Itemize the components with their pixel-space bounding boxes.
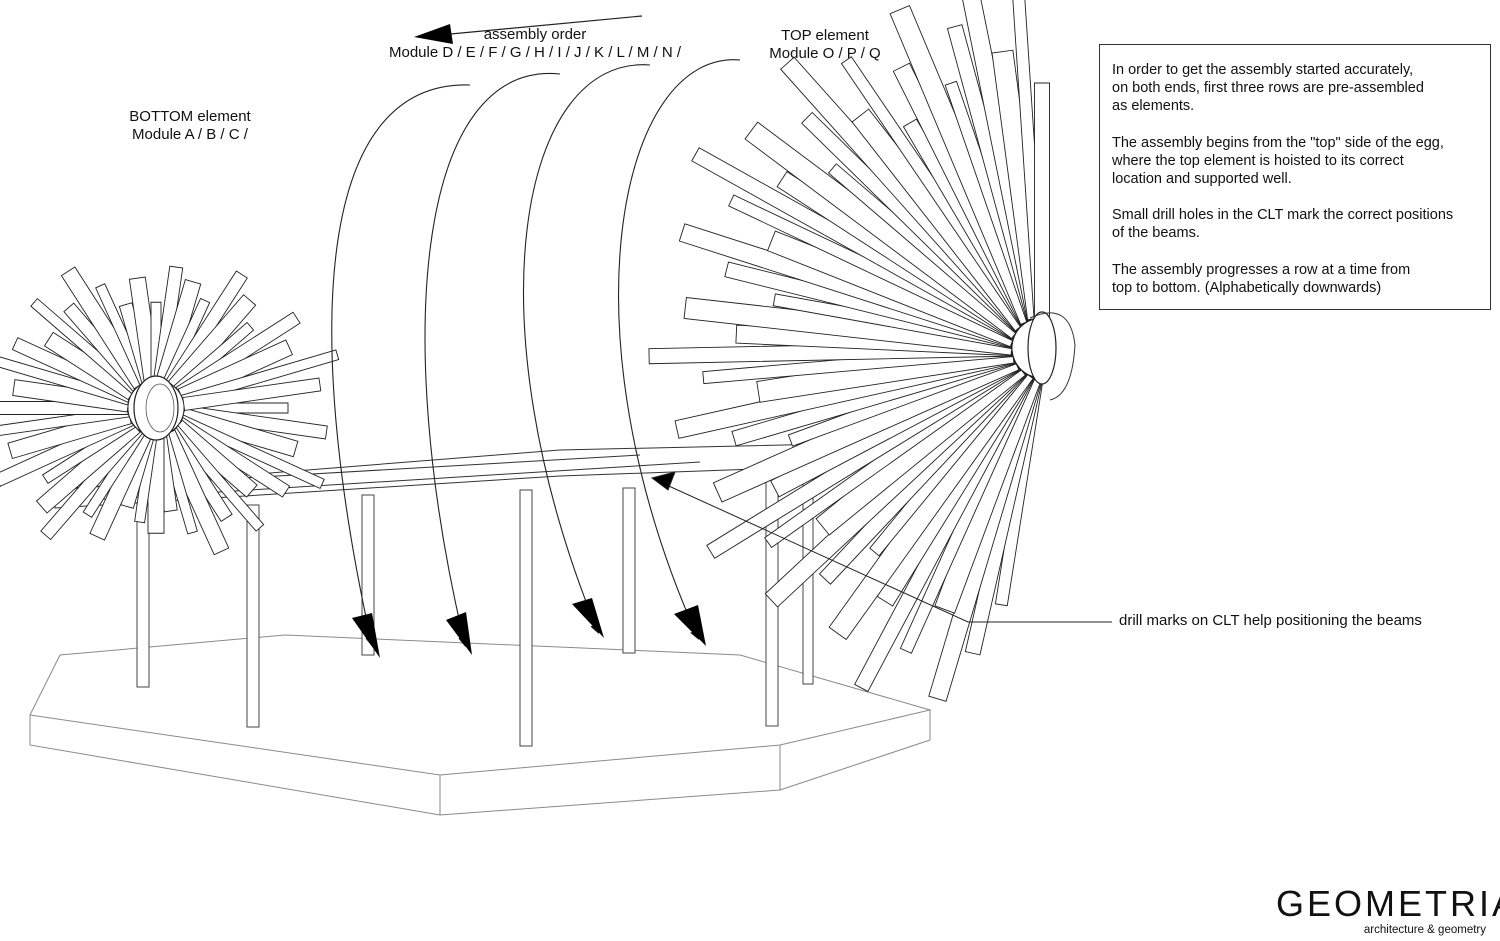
bottom-element-modules: Module A / B / C / — [132, 126, 248, 143]
bottom-element-title: BOTTOM element — [129, 108, 251, 125]
bottom-element-hub — [133, 375, 179, 441]
info-paragraph: Small drill holes in the CLT mark the co… — [1112, 207, 1454, 242]
beam — [182, 405, 328, 440]
beam — [180, 407, 299, 458]
info-paragraph: The assembly begins from the "top" side … — [1112, 134, 1444, 188]
middle-modules-label: Module D / E / F / G / H / I / J / K / L… — [388, 44, 681, 61]
logo-tagline: architecture & geometry — [1363, 924, 1486, 936]
curve-arrow-heads — [352, 598, 706, 658]
logo-wordmark: GEOMETRIA — [1276, 883, 1500, 924]
drill-marks-leader — [650, 471, 1112, 623]
beam — [11, 337, 134, 403]
top-element-beams — [648, 0, 1050, 702]
beam — [182, 377, 322, 411]
assembly-info-box: In order to get the assembly started acc… — [1099, 44, 1491, 310]
assembly-order-arrow — [414, 15, 643, 44]
top-element-title: TOP element — [781, 27, 869, 44]
info-paragraph: The assembly progresses a row at a time … — [1112, 261, 1411, 296]
beam — [12, 379, 130, 413]
top-element-hub — [1027, 311, 1057, 385]
beam — [175, 417, 291, 498]
bottom-element-beams — [0, 265, 340, 556]
drill-marks-label: drill marks on CLT help positioning the … — [1119, 612, 1422, 629]
beam — [0, 356, 132, 406]
beam — [180, 349, 340, 406]
beam — [169, 425, 265, 532]
beam — [40, 424, 144, 541]
assembly-order-label: assembly order — [483, 26, 587, 43]
beam — [30, 297, 139, 395]
beam — [1034, 82, 1050, 319]
beam — [167, 294, 257, 393]
top-element-modules: Module O / P / Q — [769, 45, 881, 62]
beam — [178, 414, 325, 490]
beam — [35, 419, 141, 514]
geometria-logo: GEOMETRIA architecture & geometry — [1276, 883, 1500, 937]
beam — [60, 266, 149, 390]
info-paragraph: In order to get the assembly started acc… — [1112, 62, 1424, 115]
assembly-curve-arrows — [331, 59, 741, 647]
base-platform — [29, 634, 932, 816]
beam — [43, 331, 138, 401]
